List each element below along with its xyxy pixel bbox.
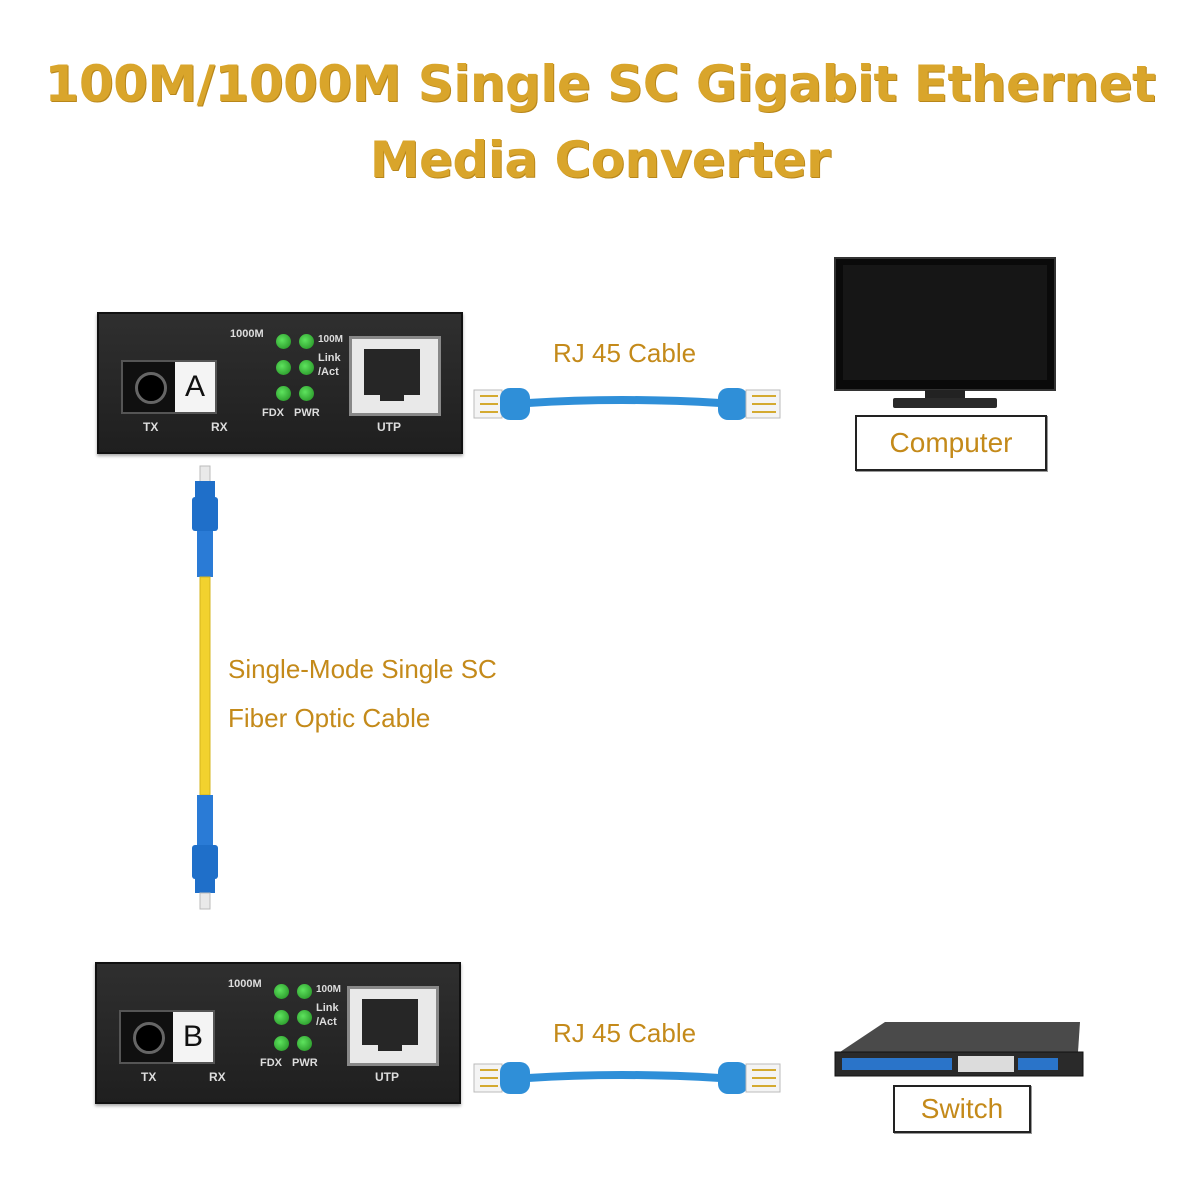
tx-label: TX xyxy=(143,420,159,434)
utp-port xyxy=(349,336,441,416)
led-link-label: Link xyxy=(316,1002,339,1014)
led-100m-icon xyxy=(299,334,314,349)
computer-monitor-icon xyxy=(834,257,1056,408)
diagram-title-line-1: 100M/1000M Single SC Gigabit Ethernet xyxy=(44,55,1156,113)
utp-port-clip xyxy=(378,1039,402,1051)
fiber-cable-label-line-2: Fiber Optic Cable xyxy=(228,703,431,733)
switch-label: Switch xyxy=(893,1085,1031,1133)
led-link-icon-1 xyxy=(276,360,291,375)
led-1000m-icon xyxy=(274,984,289,999)
sc-fiber-port: A xyxy=(121,360,217,414)
led-1000m-label: 1000M xyxy=(228,978,262,990)
utp-port xyxy=(347,986,439,1066)
sc-port-label: A xyxy=(175,362,215,412)
utp-port-opening xyxy=(362,999,418,1045)
rx-label: RX xyxy=(211,420,228,434)
tx-label: TX xyxy=(141,1070,157,1084)
utp-port-opening xyxy=(364,349,420,395)
rj45-cable-bottom xyxy=(473,1062,781,1094)
led-100m-label: 100M xyxy=(316,984,342,995)
led-link-icon-1 xyxy=(274,1010,289,1025)
rj45-cable-top xyxy=(473,388,781,420)
rx-label: RX xyxy=(209,1070,226,1084)
led-fdx-label: FDX xyxy=(262,407,284,419)
diagram-title-line-2: Media Converter xyxy=(369,131,831,189)
led-pwr-icon xyxy=(297,1036,312,1051)
led-link-label: Link xyxy=(318,352,341,364)
rj45-cable-label-top: RJ 45 Cable xyxy=(553,338,697,368)
led-100m-icon xyxy=(297,984,312,999)
rj45-cable-label-bottom: RJ 45 Cable xyxy=(553,1018,697,1048)
led-link-icon-2 xyxy=(299,360,314,375)
led-pwr-icon xyxy=(299,386,314,401)
sc-port-lens-icon xyxy=(135,372,167,404)
network-switch-icon xyxy=(834,1022,1084,1077)
led-fdx-label: FDX xyxy=(260,1057,282,1069)
led-fdx-icon xyxy=(274,1036,289,1051)
led-act-label: /Act xyxy=(318,366,339,378)
led-act-label: /Act xyxy=(316,1016,337,1028)
sc-port-lens-icon xyxy=(133,1022,165,1054)
led-100m-label: 100M xyxy=(318,334,344,345)
led-pwr-label: PWR xyxy=(294,407,320,419)
utp-port-clip xyxy=(380,389,404,401)
sc-fiber-port: B xyxy=(119,1010,215,1064)
led-1000m-label: 1000M xyxy=(230,328,264,340)
fiber-cable-label-line-1: Single-Mode Single SC xyxy=(228,654,497,684)
utp-label: UTP xyxy=(375,1070,399,1084)
led-pwr-label: PWR xyxy=(292,1057,318,1069)
led-1000m-icon xyxy=(276,334,291,349)
media-converter-a: A TX RX 1000M 100M Link /Act FDX PWR UTP xyxy=(97,312,463,454)
led-fdx-icon xyxy=(276,386,291,401)
led-link-icon-2 xyxy=(297,1010,312,1025)
utp-label: UTP xyxy=(377,420,401,434)
sc-port-label: B xyxy=(173,1012,213,1062)
fiber-optic-cable xyxy=(192,465,218,910)
computer-label: Computer xyxy=(855,415,1047,471)
media-converter-b: B TX RX 1000M 100M Link /Act FDX PWR UTP xyxy=(95,962,461,1104)
